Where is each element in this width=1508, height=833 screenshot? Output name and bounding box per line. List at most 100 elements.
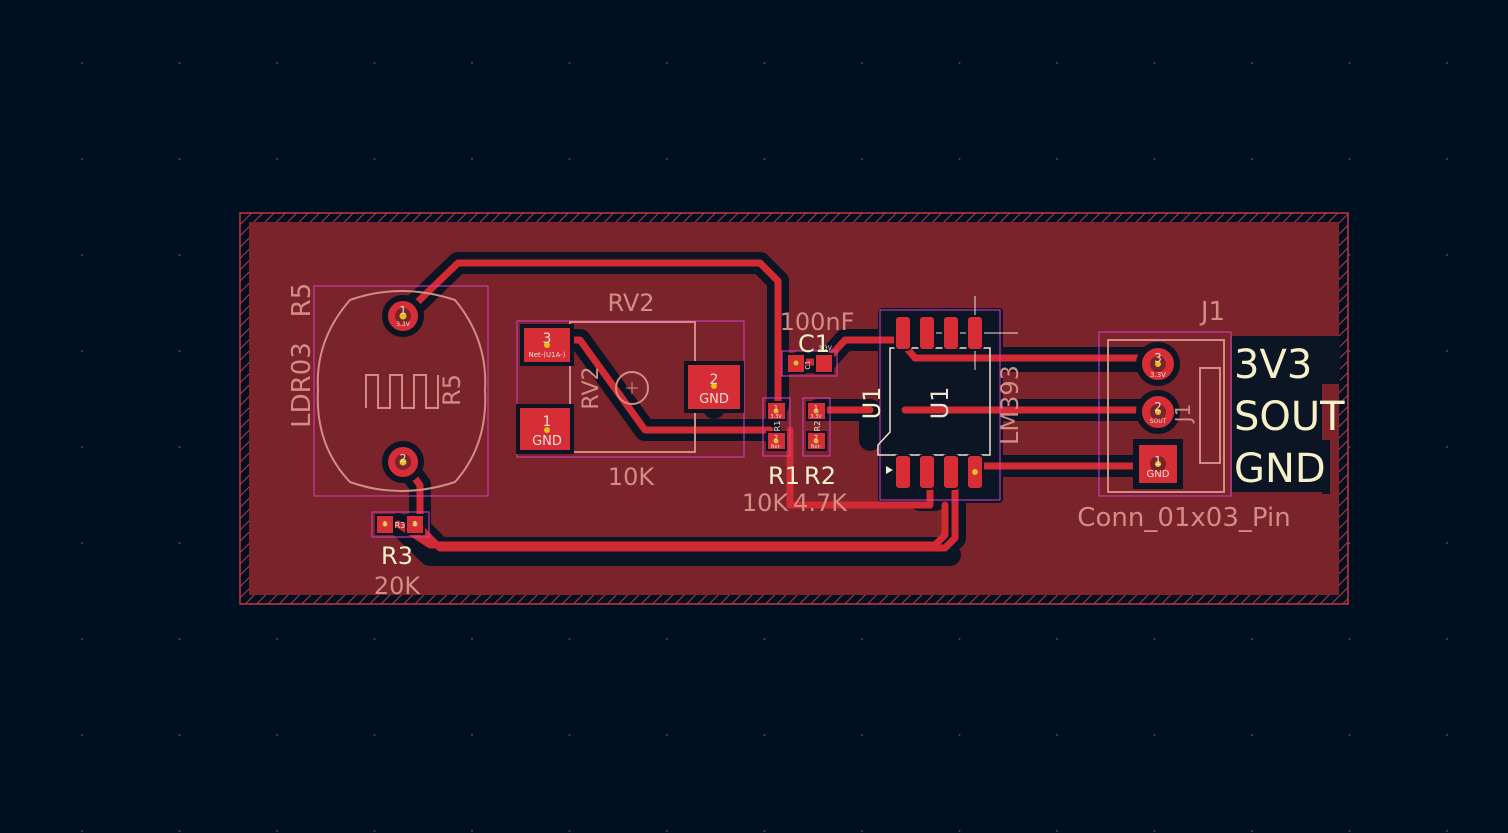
rv2-pad3-net: Net-(U1A-) bbox=[528, 351, 565, 359]
grid-dot bbox=[178, 62, 181, 64]
grid-dot bbox=[861, 638, 863, 640]
grid-dot bbox=[81, 830, 83, 832]
r1-value: 10K bbox=[742, 489, 790, 517]
grid-dot bbox=[568, 62, 571, 64]
grid-dot bbox=[1348, 350, 1351, 352]
grid-dot bbox=[81, 158, 83, 160]
grid-dot bbox=[81, 254, 83, 256]
rv2-pad1-net: GND bbox=[532, 434, 562, 449]
rv2-pad3-number: 3 bbox=[543, 331, 552, 347]
rv2-footprint[interactable]: 3 Net-(U1A-) 1 GND 2 GND RV2 RV2 10K bbox=[516, 289, 745, 491]
u1-body-outline bbox=[877, 347, 991, 456]
r2-value: 4.7K bbox=[793, 489, 848, 517]
rv2-ref-inner: RV2 bbox=[579, 366, 604, 409]
grid-dot bbox=[1153, 638, 1156, 640]
grid-dot bbox=[373, 734, 376, 736]
r3-footprint[interactable]: 1 2 R3 R3 20K bbox=[371, 511, 430, 600]
grid-dot bbox=[1446, 638, 1448, 640]
grid-dot bbox=[178, 254, 181, 256]
u1-footprint[interactable]: U1 U1 LM393 bbox=[858, 296, 1024, 501]
grid-dot bbox=[1251, 62, 1253, 64]
grid-dot bbox=[178, 638, 181, 640]
grid-dot bbox=[178, 542, 181, 544]
grid-dot bbox=[471, 830, 473, 832]
u1-pads[interactable] bbox=[894, 315, 984, 490]
r5-pad1-number: 1 bbox=[400, 304, 407, 317]
r2-ref-inner: R2 bbox=[813, 421, 822, 432]
grid-dot bbox=[1153, 734, 1156, 736]
grid-dot bbox=[81, 638, 83, 640]
r5-courtyard bbox=[313, 285, 489, 497]
grid-dot bbox=[1251, 158, 1253, 160]
c1-footprint[interactable]: 100nF C1 C1 3.3V bbox=[780, 308, 855, 377]
grid-dot bbox=[666, 734, 668, 736]
label-gnd: GND bbox=[1234, 446, 1326, 492]
grid-dot bbox=[178, 446, 181, 448]
grid-dot bbox=[1251, 830, 1253, 832]
r1-ref-inner: R1 bbox=[773, 421, 782, 432]
grid-dot bbox=[1348, 734, 1351, 736]
r3-courtyard bbox=[371, 511, 430, 538]
grid-dot bbox=[1446, 830, 1448, 832]
grid-dot bbox=[276, 62, 278, 64]
j1-value: Conn_01x03_Pin bbox=[1077, 503, 1290, 533]
r3-pad2-number: 2 bbox=[413, 520, 417, 528]
u1-ref-inner: U1 bbox=[926, 387, 954, 420]
j1-footprint[interactable]: 3 3.3V 2 SOUT 1 GND J1 J1 Conn_01x03_Pin bbox=[1077, 297, 1290, 533]
grid-dot bbox=[568, 158, 571, 160]
label-sout: SOUT bbox=[1234, 394, 1345, 440]
j1-pad1-number: 1 bbox=[1154, 454, 1162, 468]
grid-dot bbox=[763, 734, 766, 736]
grid-dot bbox=[81, 446, 83, 448]
r2-footprint[interactable]: 1 3.3V 2 Net- R2 R2 4.7K bbox=[793, 397, 848, 517]
j1-pad2-net: SOUT bbox=[1150, 418, 1167, 425]
grid-dot bbox=[763, 830, 766, 832]
j1-body-outline bbox=[1107, 339, 1225, 493]
grid-dot bbox=[1348, 62, 1351, 64]
grid-dot bbox=[373, 638, 376, 640]
grid-dot bbox=[1446, 350, 1448, 352]
grid-dot bbox=[763, 62, 766, 64]
grid-dot bbox=[1056, 638, 1058, 640]
rv2-adjust-circle bbox=[615, 371, 649, 405]
grid-dot bbox=[958, 830, 961, 832]
grid-dot bbox=[763, 638, 766, 640]
grid-dot bbox=[1348, 638, 1351, 640]
grid-dot bbox=[1446, 62, 1448, 64]
j1-pad1-net: GND bbox=[1147, 469, 1170, 480]
j1-ref-inner: J1 bbox=[1171, 404, 1195, 425]
r1-footprint[interactable]: 1 3.3V 2 Net- R1 R1 10K bbox=[742, 397, 800, 517]
j1-pad2-number: 2 bbox=[1154, 400, 1162, 414]
board-edge bbox=[239, 212, 1349, 605]
grid-dot bbox=[81, 542, 83, 544]
grid-dot bbox=[276, 734, 278, 736]
grid-dot bbox=[861, 158, 863, 160]
rv2-pad2-number: 2 bbox=[710, 372, 719, 388]
grid-dot bbox=[1348, 542, 1351, 544]
grid-dot bbox=[958, 62, 961, 64]
grid-dot bbox=[81, 350, 83, 352]
grid-dot bbox=[1348, 446, 1351, 448]
c1-pad1-net: 3.3V bbox=[818, 345, 833, 352]
c1-ref-inner: C1 bbox=[804, 360, 812, 369]
grid-dot bbox=[1446, 734, 1448, 736]
r2-pad2-number: 2 bbox=[814, 434, 818, 442]
trace-3v3-top bbox=[399, 259, 782, 409]
grid-dot bbox=[81, 734, 83, 736]
j1-pad3-number: 3 bbox=[1154, 351, 1162, 365]
grid-dot bbox=[1056, 830, 1058, 832]
r3-ref-inner: R3 bbox=[395, 521, 406, 530]
grid-dot bbox=[1153, 62, 1156, 64]
trace-r3 bbox=[394, 501, 949, 549]
connector-labels: 3V3 SOUT GND bbox=[1234, 342, 1345, 492]
j1-ref: J1 bbox=[1199, 297, 1225, 327]
r1-pad2-number: 2 bbox=[774, 434, 778, 442]
r5-ldr-footprint[interactable]: 1 3.3V 2 R5 LDR03 R5 bbox=[287, 283, 489, 497]
grid-dot bbox=[373, 158, 376, 160]
rv2-pad1-number: 1 bbox=[543, 414, 552, 430]
c1-pad-2[interactable] bbox=[814, 353, 834, 374]
grid-dot bbox=[178, 734, 181, 736]
r3-value: 20K bbox=[374, 572, 422, 600]
grid-dot bbox=[958, 158, 961, 160]
